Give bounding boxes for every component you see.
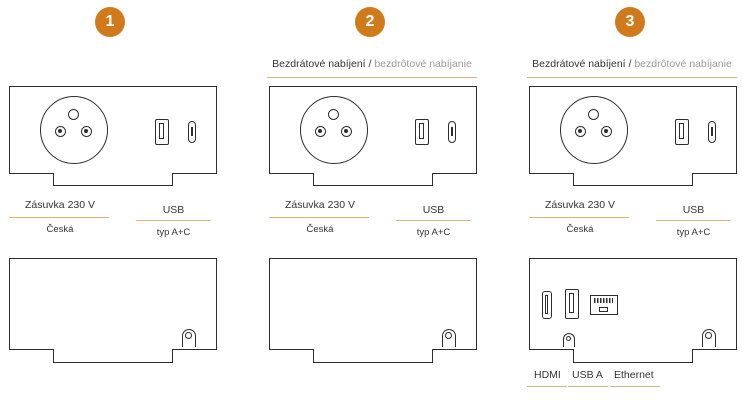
socket-type: Česká	[306, 224, 334, 235]
hdmi-port-icon	[542, 291, 552, 319]
wireless-charging-label: Bezdrátové nabíjení / bezdrôtové nabíjan…	[524, 58, 740, 70]
rear-base	[313, 349, 433, 363]
socket-label: Zásuvka 230 V	[284, 199, 356, 211]
rear-view	[9, 258, 217, 350]
rear-base	[573, 349, 693, 363]
socket-hole-icon	[315, 126, 326, 137]
wireless-label-sk: bezdrôtové nabíjanie	[634, 58, 732, 70]
divider	[529, 217, 629, 218]
variant-3: 3 Bezdrátové nabíjení / bezdrôtové nabíj…	[524, 0, 742, 400]
rear-base	[53, 349, 173, 363]
usb-c-port-icon	[188, 121, 196, 143]
variant-number-badge: 3	[615, 7, 645, 37]
socket-hole-icon	[55, 126, 66, 137]
divider	[267, 77, 477, 78]
usb-label: USB	[162, 204, 185, 216]
front-view	[9, 86, 217, 174]
ethernet-port-icon	[590, 295, 618, 315]
divider	[568, 386, 608, 387]
usb-type: typ A+C	[156, 227, 191, 238]
cable-grommet-icon	[182, 329, 196, 347]
front-view	[529, 86, 737, 174]
socket-hole-icon	[341, 126, 352, 137]
ethernet-label: Ethernet	[614, 369, 654, 381]
usb-c-port-icon	[448, 121, 456, 143]
usb-c-port-icon	[708, 121, 716, 143]
usb-label: USB	[682, 204, 705, 216]
divider	[527, 386, 567, 387]
front-base	[313, 173, 433, 186]
variant-number-badge: 2	[355, 7, 385, 37]
rear-view	[269, 258, 477, 350]
usb-type: typ A+C	[416, 227, 451, 238]
wireless-label-sk: bezdrôtové nabíjanie	[374, 58, 472, 70]
socket-label: Zásuvka 230 V	[24, 199, 96, 211]
variant-number-badge: 1	[95, 7, 125, 37]
usb-a-port-icon	[155, 119, 169, 145]
wireless-label-cz: Bezdrátové nabíjení /	[532, 58, 632, 70]
wireless-charging-label: Bezdrátové nabíjení / bezdrôtové nabíjan…	[264, 58, 480, 70]
front-base	[573, 173, 693, 186]
divider	[9, 217, 109, 218]
usb-a-port-icon	[415, 119, 429, 145]
hdmi-label: HDMI	[534, 369, 561, 381]
earth-pin-icon	[588, 109, 599, 120]
usb-type: typ A+C	[676, 227, 711, 238]
cable-grommet-icon	[702, 329, 716, 347]
usb-label: USB	[422, 204, 445, 216]
divider	[136, 220, 211, 221]
rear-view	[529, 258, 737, 350]
socket-hole-icon	[601, 126, 612, 137]
earth-pin-icon	[328, 109, 339, 120]
divider	[396, 220, 471, 221]
wireless-label-cz: Bezdrátové nabíjení /	[272, 58, 372, 70]
front-base	[53, 173, 173, 186]
earth-pin-icon	[68, 109, 79, 120]
socket-hole-icon	[81, 126, 92, 137]
divider	[269, 217, 369, 218]
power-socket-icon	[300, 96, 368, 164]
usb-a-port-icon	[565, 289, 579, 319]
power-socket-icon	[560, 96, 628, 164]
variant-2: 2 Bezdrátové nabíjení / bezdrôtové nabíj…	[264, 0, 496, 400]
cable-grommet-icon	[442, 329, 456, 347]
usb-a-label: USB A	[572, 369, 603, 381]
usb-a-port-icon	[675, 119, 689, 145]
socket-type: Česká	[566, 224, 594, 235]
socket-hole-icon	[575, 126, 586, 137]
divider	[656, 220, 731, 221]
socket-type: Česká	[46, 224, 74, 235]
variant-1: 1 Zásuvka 230 V Česká USB typ A+C	[4, 0, 236, 400]
front-view	[269, 86, 477, 174]
divider	[610, 386, 660, 387]
divider	[527, 77, 737, 78]
cable-grommet-icon	[563, 333, 575, 347]
socket-label: Zásuvka 230 V	[544, 199, 616, 211]
power-socket-icon	[40, 96, 108, 164]
